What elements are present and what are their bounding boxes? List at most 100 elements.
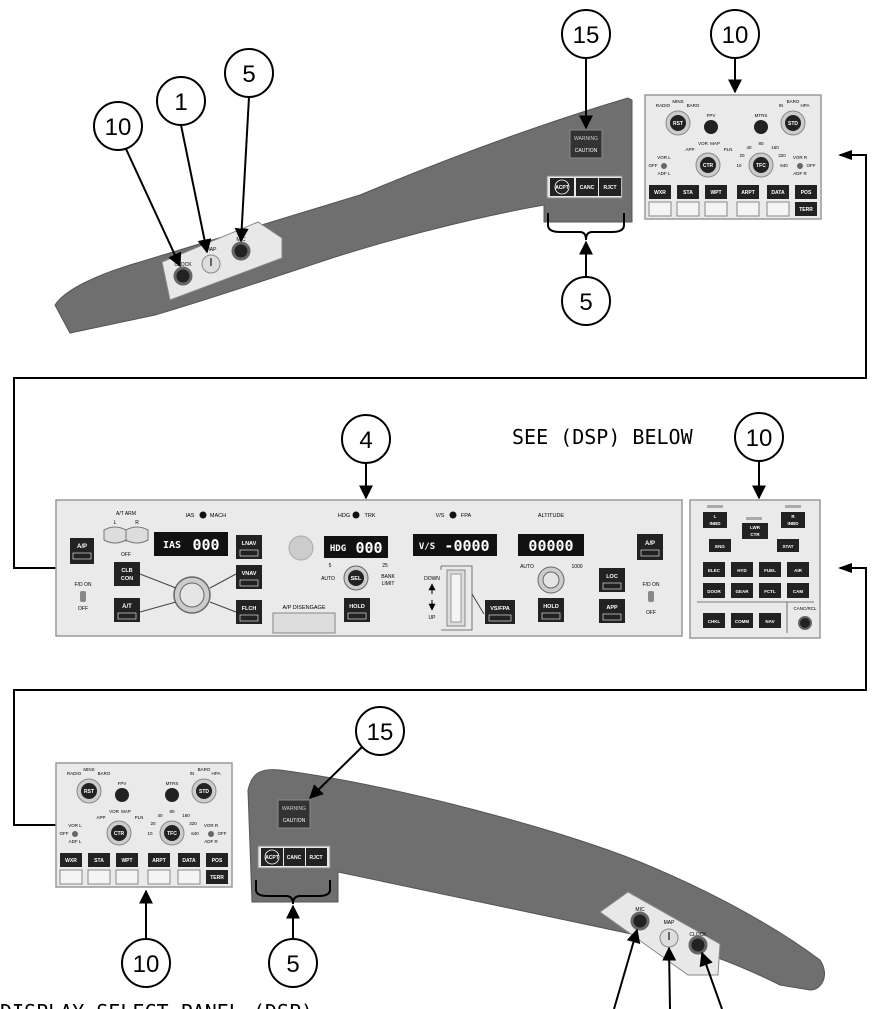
fd-switch-right[interactable] <box>648 591 654 602</box>
nav-label: NAV <box>765 619 774 624</box>
mins-label-2: MINS <box>83 767 94 772</box>
vs-value: -0000 <box>444 537 489 555</box>
wxr-label-2: WXR <box>65 858 77 864</box>
hdg-trk-toggle[interactable] <box>353 512 360 519</box>
rjct-label: RJCT <box>603 185 616 191</box>
canc-rcl-button[interactable] <box>799 617 811 629</box>
vs-fpa-button[interactable] <box>485 600 515 624</box>
vor-adf-l-switch[interactable] <box>661 163 667 169</box>
pos-label-2: POS <box>212 858 223 864</box>
mic-switch-fo[interactable] <box>632 913 648 929</box>
range-10-2: 10 <box>147 831 153 836</box>
mic-switch[interactable] <box>233 243 249 259</box>
terr-label: TERR <box>799 207 813 213</box>
tfc-label: TFC <box>756 163 766 169</box>
mtrs-label-2: MTRS <box>166 781 179 786</box>
bank-5: 5 <box>329 563 332 569</box>
std-label: STD <box>788 121 798 127</box>
in-label-2: IN <box>190 771 195 776</box>
data-blank-button[interactable] <box>767 202 789 216</box>
terr-label-2: TERR <box>210 875 224 881</box>
rjct-label-fo: RJCT <box>309 855 322 861</box>
app-mode-label: APP <box>685 147 694 152</box>
vs-fpa-fpa: FPA <box>461 513 472 519</box>
hdg-window-label: HDG <box>330 544 346 554</box>
sta-label: STA <box>683 190 693 196</box>
ap-label-right: A/P <box>645 541 655 547</box>
wpt-blank-button[interactable] <box>705 202 727 216</box>
caution-label-fo: CAUTION <box>283 818 306 824</box>
fpv-button[interactable] <box>704 120 718 134</box>
hdg-sel-label: SEL <box>351 576 362 582</box>
air-label: AIR <box>794 568 803 573</box>
ias-mach-mach: MACH <box>210 513 226 519</box>
vs-fpa-label: VS/FPA <box>490 606 509 612</box>
vor-adf-r-switch-2[interactable] <box>208 831 214 837</box>
warning-label-fo: WARNING <box>282 806 306 812</box>
acpt-label: ACPT <box>555 185 569 191</box>
vs-up-label: UP <box>429 615 437 621</box>
off-l-label-2: OFF <box>60 831 69 836</box>
ctr-label: CTR <box>703 163 714 169</box>
vs-fpa-toggle[interactable] <box>450 512 457 519</box>
wxr-blank-button-2[interactable] <box>60 870 82 884</box>
arrow-map-fo <box>669 948 670 1009</box>
sta-label-2: STA <box>94 858 104 864</box>
off-r-label-2: OFF <box>218 831 227 836</box>
fd-switch-left[interactable] <box>80 591 86 602</box>
fpv-label-2: FPV <box>118 781 127 786</box>
hpa-label-2: HPA <box>212 771 221 776</box>
arpt-blank-button[interactable] <box>737 202 759 216</box>
range-160: 160 <box>771 145 779 150</box>
wxr-blank-button[interactable] <box>649 202 671 216</box>
fd-off-label-right: OFF <box>646 610 656 616</box>
fpv-button-2[interactable] <box>115 788 129 802</box>
at-arm-r-label: R <box>135 520 139 526</box>
ap-button-left[interactable] <box>70 538 94 564</box>
ias-mach-toggle[interactable] <box>200 512 207 519</box>
range-80: 80 <box>758 141 764 146</box>
vor-adf-r-switch[interactable] <box>797 163 803 169</box>
mtrs-button[interactable] <box>754 120 768 134</box>
callout-15-top: 15 <box>573 22 600 49</box>
alt-hold-label: HOLD <box>543 604 559 610</box>
vs-down-label: DOWN <box>424 576 440 582</box>
hdg-trk-hdg: HDG <box>338 513 350 519</box>
vor-adf-l-switch-2[interactable] <box>72 831 78 837</box>
mtrs-button-2[interactable] <box>165 788 179 802</box>
mode-control-panel: A/P F/D ON OFF A/T ARM L R OFF CLB CON A… <box>56 500 682 636</box>
ctr-label-2: CTR <box>114 831 125 837</box>
arpt-label-2: ARPT <box>152 858 166 864</box>
radio-label: RADIO <box>656 103 671 108</box>
limit-label: LIMIT <box>382 581 395 587</box>
ap-disengage-bar[interactable] <box>273 613 335 633</box>
vs-fpa-vs: V/S <box>436 513 445 519</box>
vs-window-label: V/S <box>419 542 435 552</box>
baro-label-2: BARO <box>198 767 211 772</box>
data-blank-button-2[interactable] <box>178 870 200 884</box>
acpt-label-fo: ACPT <box>265 855 279 861</box>
wpt-blank-button-2[interactable] <box>116 870 138 884</box>
range-640: 640 <box>780 163 788 168</box>
adf-l-label-2: ADF L <box>69 839 82 844</box>
ias-value: 000 <box>192 536 219 554</box>
clb-con-button[interactable] <box>114 562 140 586</box>
clock-switch[interactable] <box>175 268 191 284</box>
pos-label: POS <box>801 190 812 196</box>
app-mode-label-2: APP <box>96 815 105 820</box>
pln-label-2: PLN <box>135 815 144 820</box>
l-inbd-line1: L <box>714 514 717 519</box>
arrow-mic-fo <box>614 930 637 1009</box>
cam-label: CAM <box>793 589 803 594</box>
bank-25: 25 <box>382 563 388 569</box>
pln-label: PLN <box>724 147 733 152</box>
callout-4: 4 <box>359 427 372 454</box>
sta-blank-button-2[interactable] <box>88 870 110 884</box>
gear-label: GEAR <box>735 589 749 594</box>
canc-label: CANC <box>580 185 595 191</box>
sta-blank-button[interactable] <box>677 202 699 216</box>
clock-switch-fo[interactable] <box>690 937 706 953</box>
rst-label-2: RST <box>84 789 94 795</box>
arpt-blank-button-2[interactable] <box>148 870 170 884</box>
eng-label: ENG <box>715 544 725 549</box>
